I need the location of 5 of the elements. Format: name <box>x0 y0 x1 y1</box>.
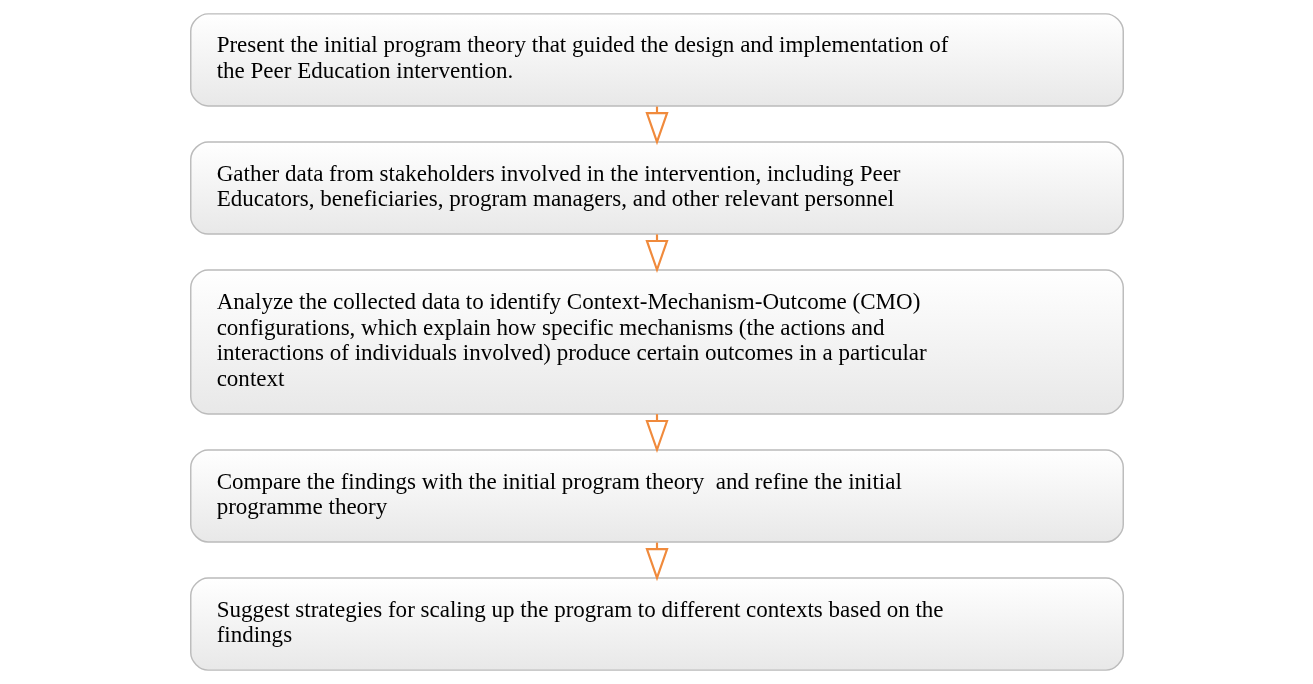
node-box: Suggest strategies for scaling up the program to different contexts based on the findings <box>189 577 1124 671</box>
node-box: Present the initial program theory that guided the design and implementation of the Peer Education intervention. <box>189 13 1124 107</box>
node-box: Compare the findings with the initial program theory and refine the initial programme theory <box>189 449 1124 543</box>
node-box: Gather data from stakeholders involved in the intervention, including Peer Educators, beneficiaries, program managers, and other relevant personnel <box>189 141 1124 235</box>
node-box: Analyze the collected data to identify Context-Mechanism-Outcome (CMO) configurations, which explain how specific mechanisms (the actions and interactions of individuals involved) produce certain outcomes in a particular context <box>189 269 1124 415</box>
